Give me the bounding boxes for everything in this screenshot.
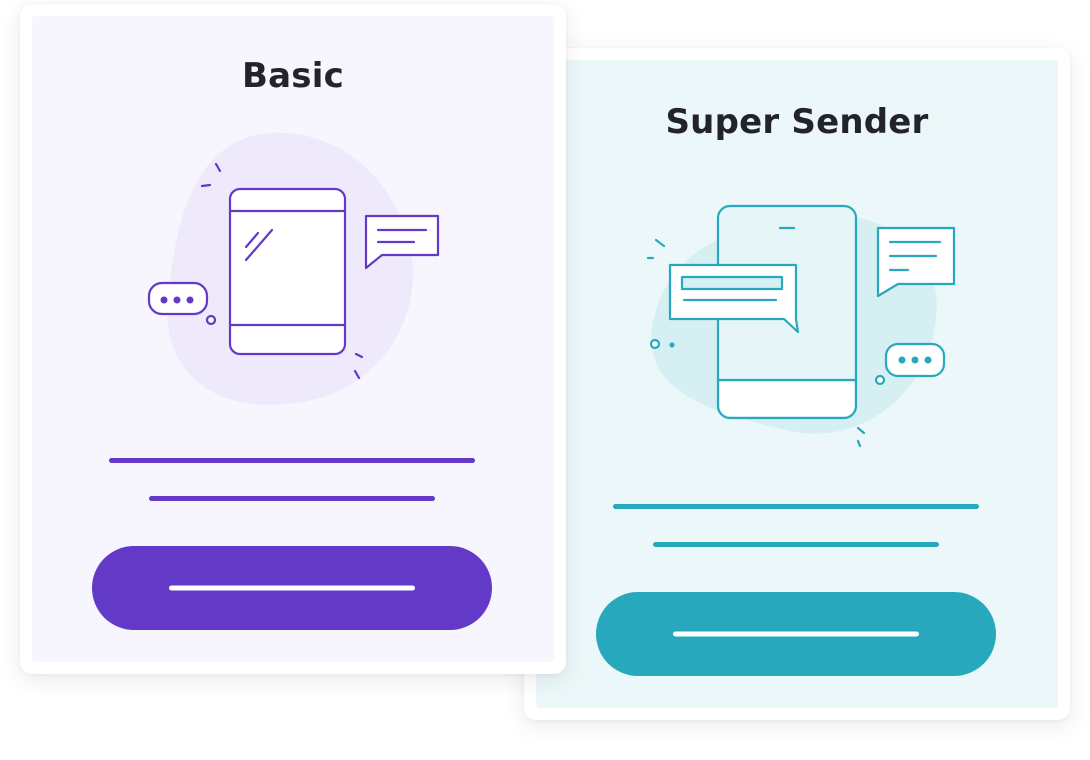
plan-title: Basic <box>242 56 344 96</box>
plan-title: Super Sender <box>665 102 929 142</box>
phone-chat-icon <box>147 132 440 405</box>
plan-card-super-sender[interactable]: Super Sender <box>524 48 1070 720</box>
description-line-2 <box>653 542 939 547</box>
description-line-1 <box>109 458 475 463</box>
choose-plan-button[interactable] <box>92 546 492 630</box>
plan-card-basic[interactable]: Basic <box>20 4 566 674</box>
phone-body <box>228 187 347 356</box>
phone-multi-chat-icon <box>646 204 956 448</box>
choose-plan-button[interactable] <box>596 592 996 676</box>
button-label-placeholder <box>169 585 415 591</box>
button-label-placeholder <box>673 631 919 637</box>
description-line-2 <box>149 496 435 501</box>
description-line-1 <box>613 504 979 509</box>
chat-bubble-right <box>876 226 956 298</box>
